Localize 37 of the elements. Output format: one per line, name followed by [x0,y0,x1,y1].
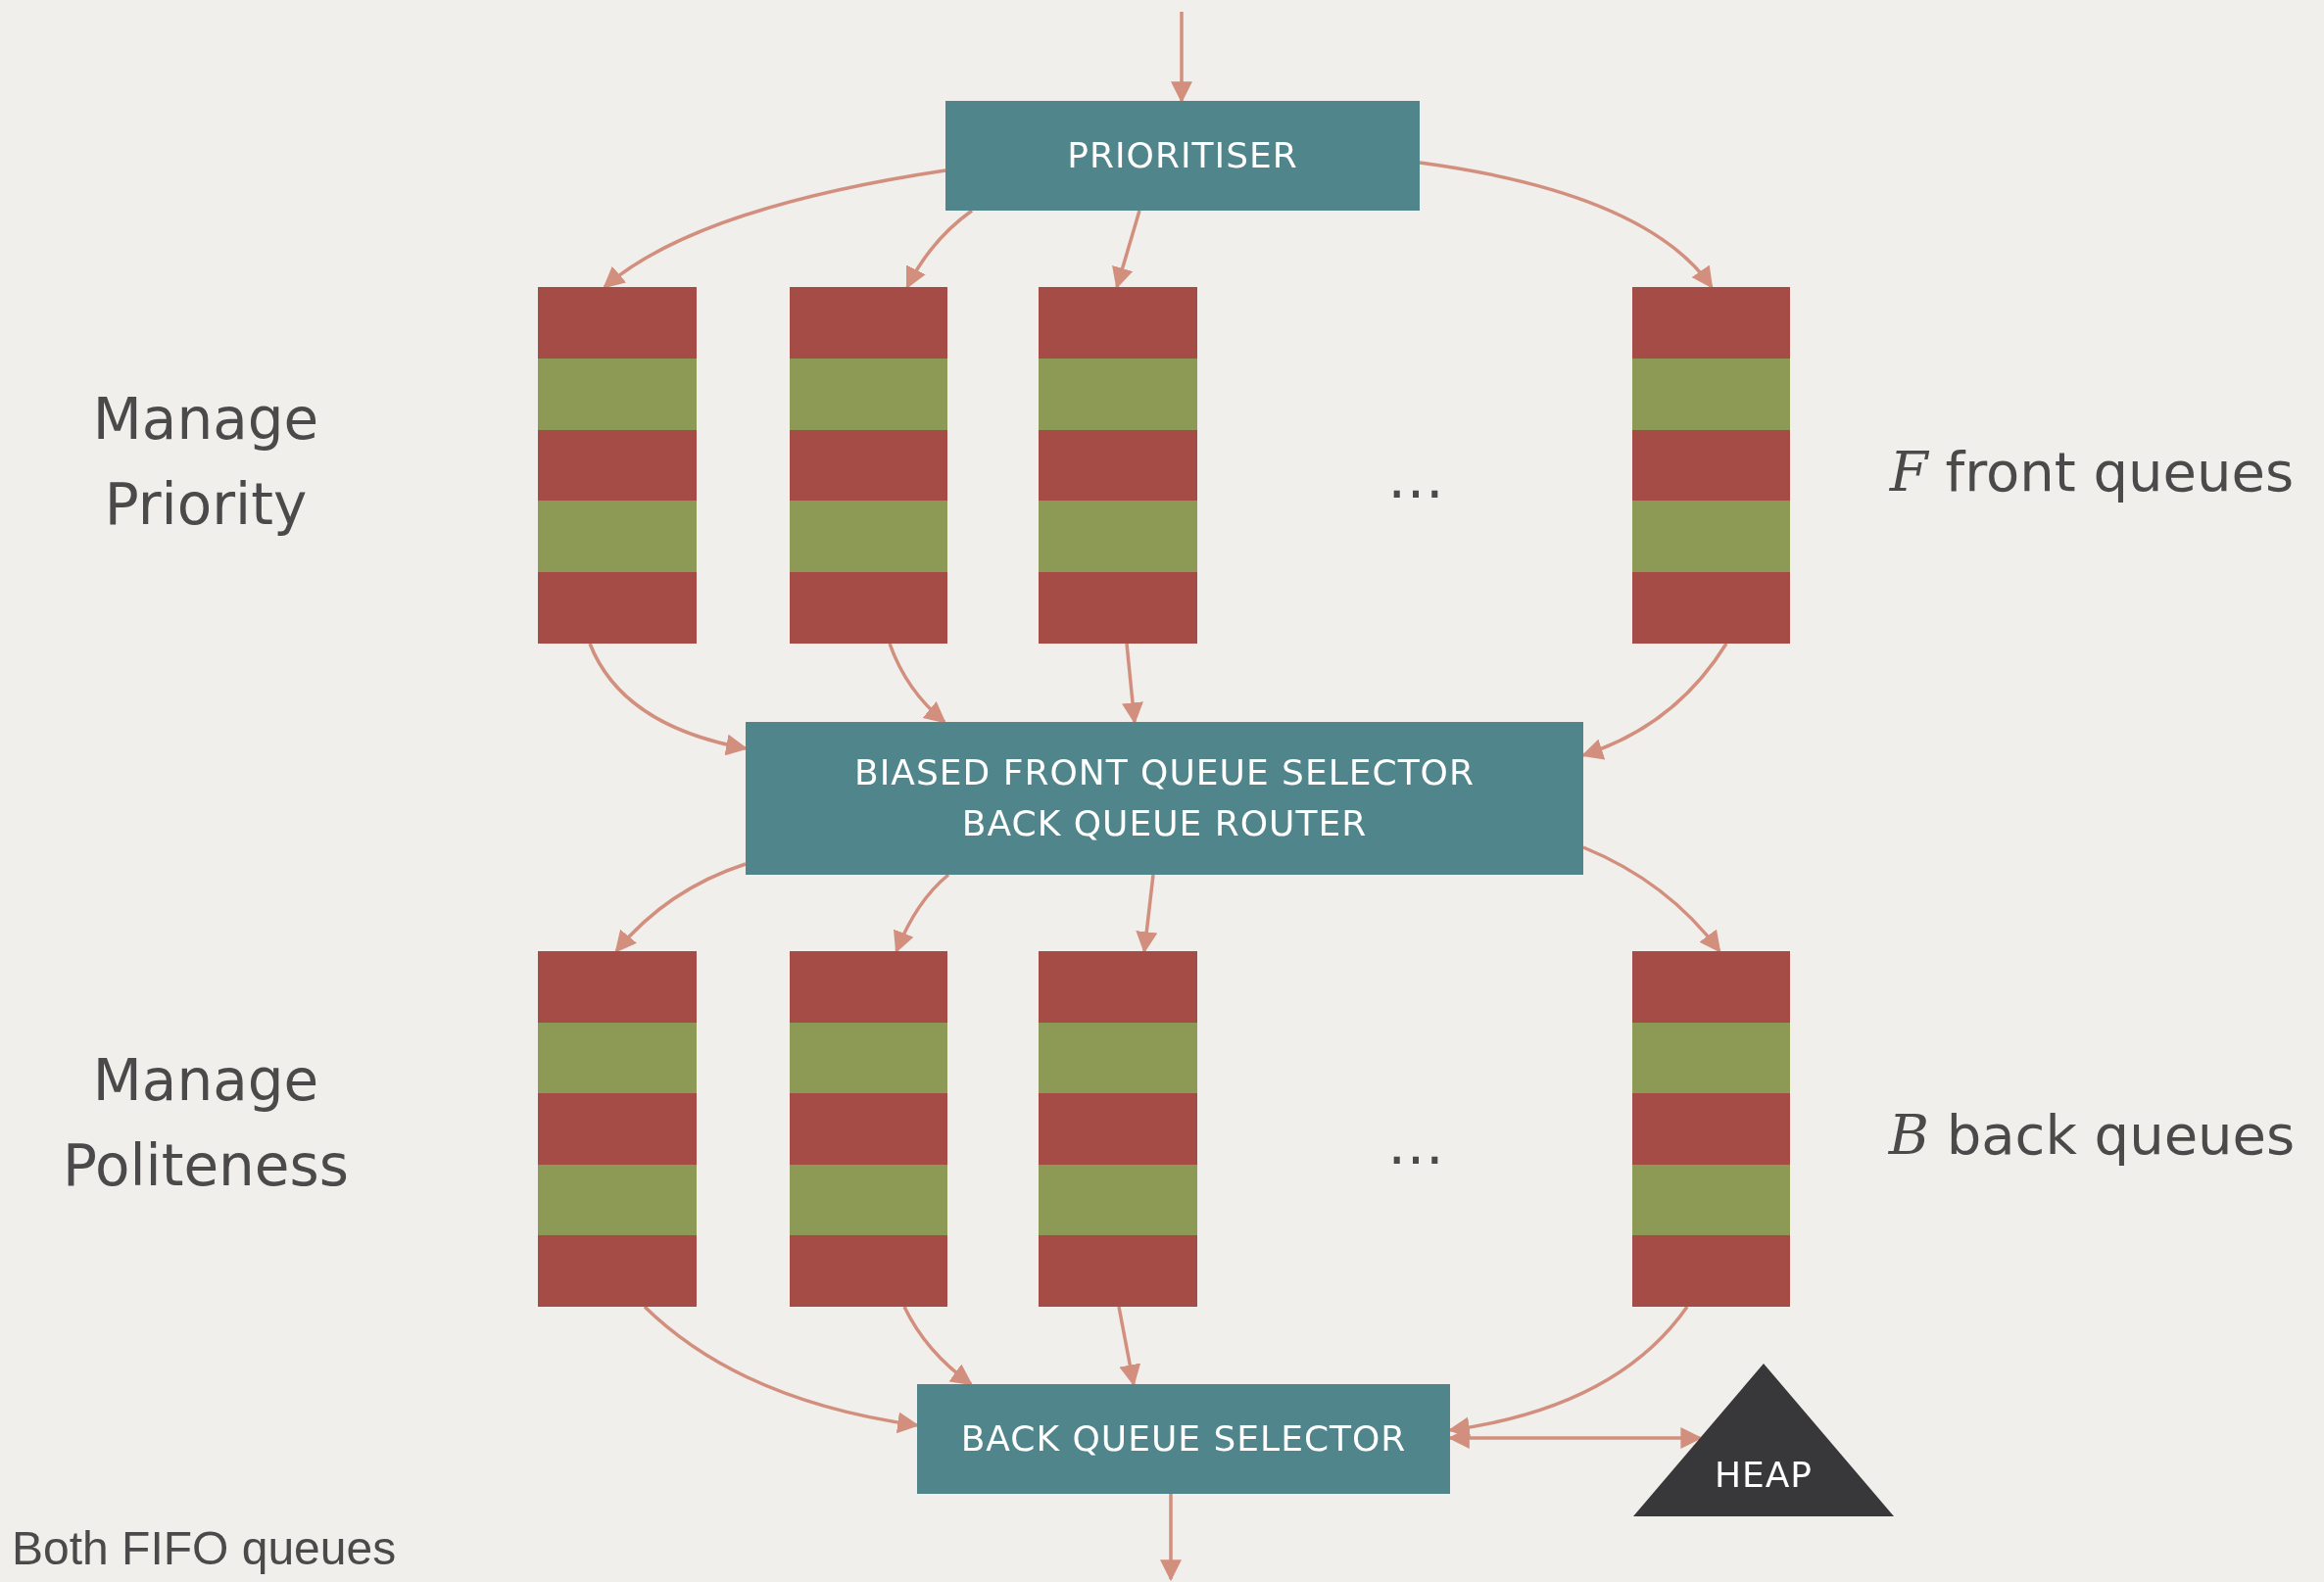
annotation-text: Manage Politeness [62,1046,350,1201]
box-label: PRIORITISER [1067,133,1298,177]
heap-label: HEAP [1714,1455,1814,1495]
box-label: BACK QUEUE ROUTER [961,802,1368,845]
queue-box [1039,287,1197,644]
queue-box [1632,951,1790,1307]
queue-box [538,287,697,644]
arrow [1582,845,1721,953]
queue-box [538,951,697,1307]
queue-box [790,951,947,1307]
annotation-text: … [1386,1110,1445,1179]
arrow [902,1306,973,1386]
process-box [746,722,1583,875]
arrow [1419,161,1714,289]
annotation-text: F front queues [1888,439,2296,505]
arrow [614,862,747,953]
annotation-text: B back queues [1887,1102,2297,1169]
process-box [945,101,1420,211]
annotation-text: … [1386,444,1445,513]
arrow [1171,12,1192,104]
arrow [603,168,946,289]
arrow [894,873,950,954]
arrow [1112,210,1141,290]
annotation-text: Both FIFO queues [12,1521,398,1576]
arrow [1117,1306,1141,1387]
arrow [888,643,946,724]
arrow [1122,643,1143,725]
arrow [1136,874,1158,954]
annotation-text: Manage Priority [91,385,320,540]
process-box [917,1384,1450,1494]
arrow [905,209,974,289]
box-label: BACK QUEUE SELECTOR [960,1416,1407,1461]
arrow [1160,1494,1182,1582]
box-label: BIASED FRONT QUEUE SELECTOR [854,750,1475,794]
queue-box [790,287,947,644]
queue-box [1632,287,1790,644]
queue-box [1039,951,1197,1307]
